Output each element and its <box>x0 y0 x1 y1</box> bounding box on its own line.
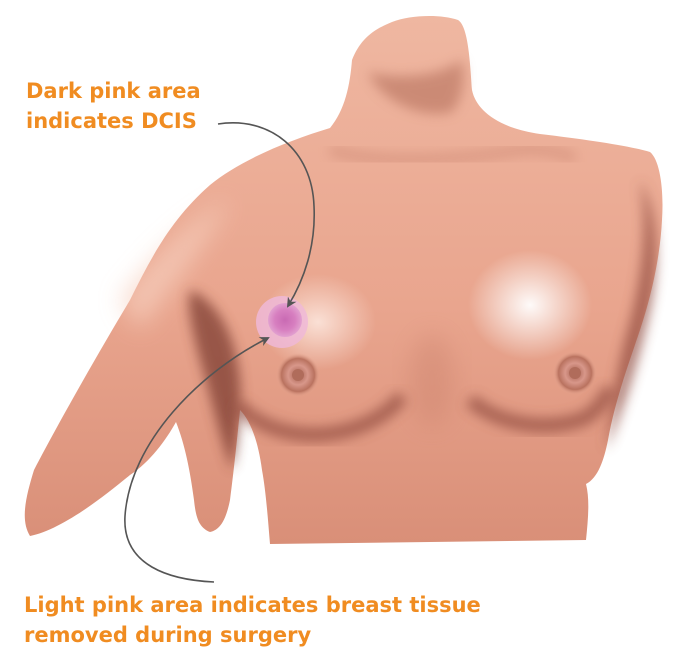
dcis-label-line2: indicates DCIS <box>26 106 286 136</box>
removed-tissue-label-line2: removed during surgery <box>24 620 584 650</box>
dcis-label-line1: Dark pink area <box>26 76 286 106</box>
removed-tissue-label: Light pink area indicates breast tissue … <box>24 590 584 650</box>
removed-tissue-label-line1: Light pink area indicates breast tissue <box>24 590 584 620</box>
right-nipple-center <box>569 367 581 379</box>
dcis-label: Dark pink area indicates DCIS <box>26 76 286 136</box>
left-nipple-center <box>292 369 304 381</box>
right-breast-highlight <box>468 250 592 360</box>
dcis-area <box>268 303 302 337</box>
sternum-shadow <box>410 334 454 426</box>
